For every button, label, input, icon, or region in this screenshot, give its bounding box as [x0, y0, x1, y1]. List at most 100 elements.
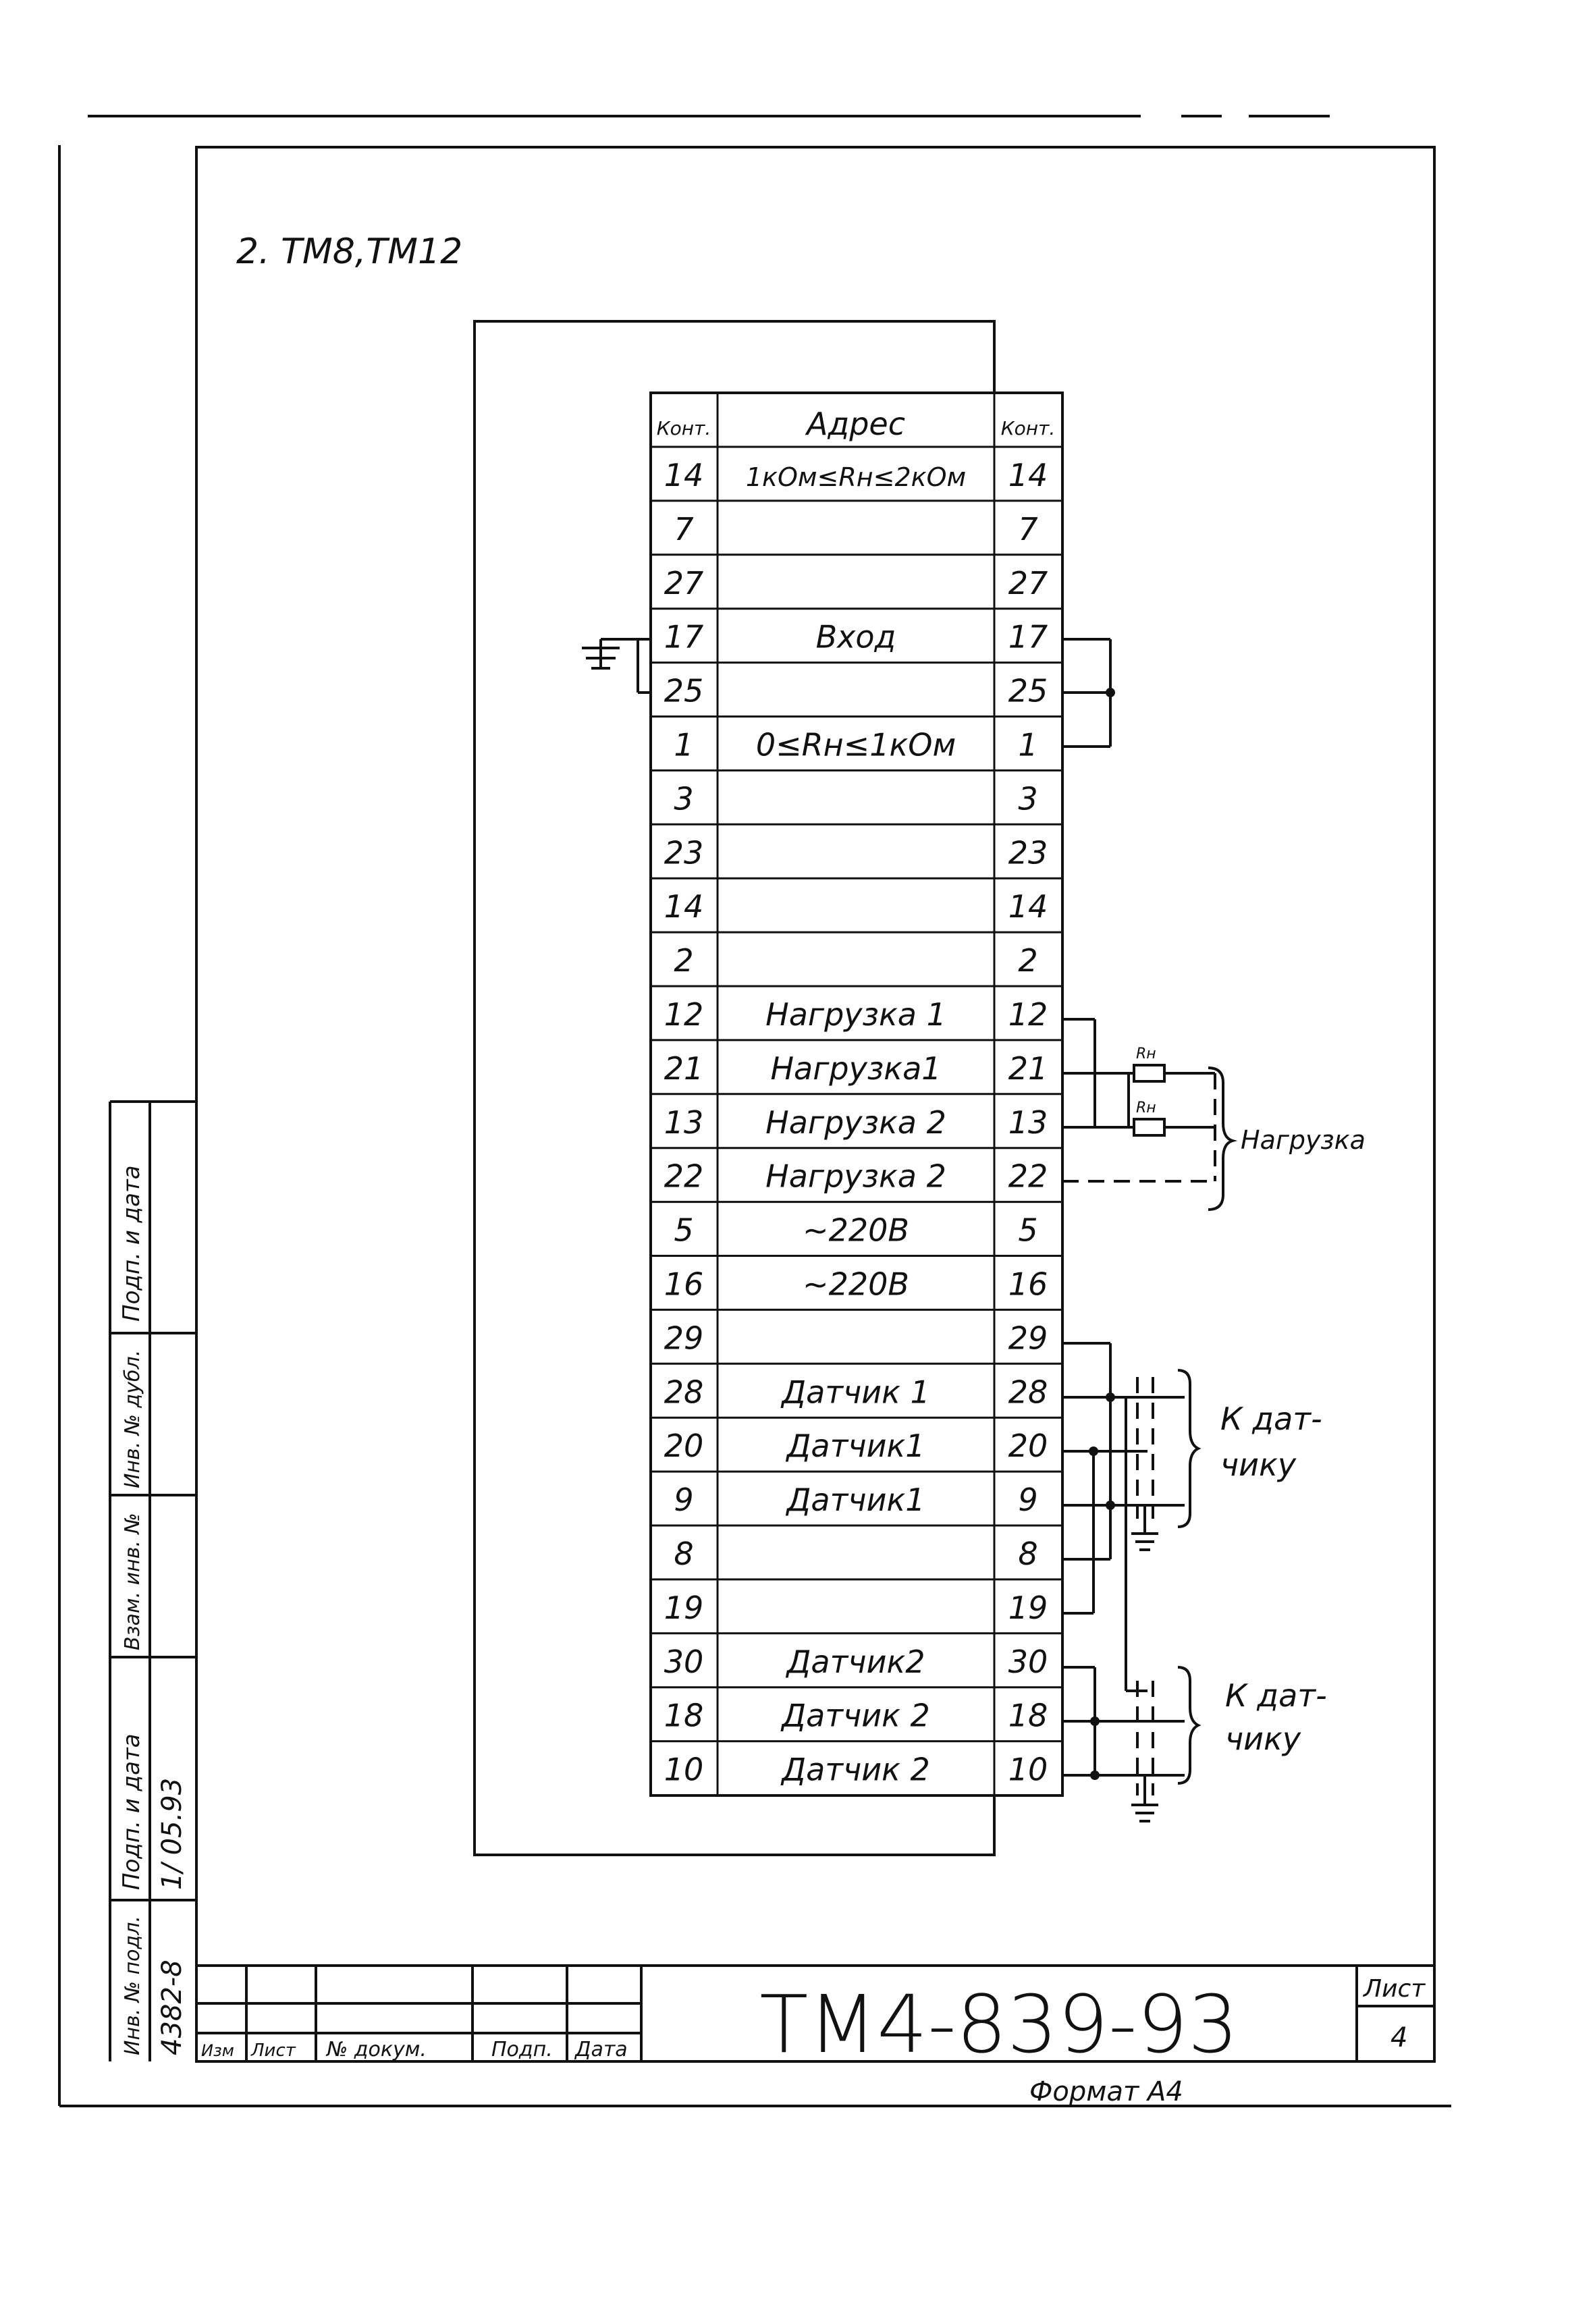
terminal-right: 9: [1018, 1482, 1037, 1518]
handwritten-date: 1/ 05.93: [157, 1778, 188, 1890]
terminal-left: 20: [664, 1428, 704, 1464]
terminal-left: 30: [664, 1644, 704, 1680]
terminal-right: 25: [1008, 673, 1048, 709]
terminal-right: 10: [1008, 1752, 1048, 1788]
terminal-left: 13: [664, 1104, 704, 1141]
address-cell: 1кОм≤Rн≤2кОм: [746, 462, 966, 492]
terminal-right: 20: [1008, 1428, 1048, 1464]
sensor2-wiring: [1062, 1666, 1185, 1804]
terminal-right: 21: [1008, 1050, 1048, 1087]
terminal-left: 22: [664, 1158, 704, 1195]
sheet-label: Лист: [1362, 1975, 1426, 2003]
terminal-left: 29: [664, 1320, 704, 1356]
sensor2-label-line2: чику: [1225, 1721, 1301, 1757]
ground-icon: [1131, 1532, 1158, 1551]
terminal-left: 3: [674, 780, 693, 817]
terminal-left: 14: [664, 888, 704, 925]
load-resistor-1: [1133, 1064, 1166, 1083]
address-cell: Датчик1: [785, 1482, 925, 1518]
address-cell: Датчик 2: [780, 1752, 930, 1788]
tb-header-date: Дата: [574, 2038, 628, 2061]
terminal-right: 1: [1018, 727, 1037, 763]
address-cell: Нагрузка 2: [765, 1104, 946, 1141]
side-field-dup-inv: Инв. № дубл.: [121, 1350, 144, 1488]
col-left-header: Конт.: [657, 417, 711, 439]
load-resistor-2: [1133, 1118, 1166, 1137]
terminal-right: 8: [1018, 1536, 1037, 1572]
resistor-label-1: Rн: [1136, 1046, 1156, 1062]
tb-header-list: Лист: [250, 2041, 296, 2061]
table-row: 10 Датчик 2 10: [664, 1752, 1048, 1788]
terminal-left: 9: [674, 1482, 693, 1518]
terminal-right: 19: [1008, 1590, 1048, 1626]
terminal-right: 28: [1008, 1374, 1048, 1410]
table-row: 29 29: [664, 1320, 1048, 1356]
sensor1-brace: [1177, 1369, 1202, 1528]
terminal-right: 18: [1008, 1698, 1048, 1734]
terminal-left: 18: [664, 1698, 704, 1734]
terminal-right: 16: [1008, 1266, 1048, 1303]
terminal-left: 1: [674, 727, 693, 763]
terminal-right: 2: [1018, 942, 1037, 979]
tb-header-doc: № докум.: [325, 2038, 427, 2061]
address-cell: ~220В: [803, 1266, 909, 1303]
sensor2-label-line1: К дат-: [1225, 1677, 1327, 1714]
junction-dot: [1106, 688, 1115, 697]
terminal-left: 10: [664, 1752, 704, 1788]
ground-icon: [582, 647, 620, 670]
junction-dot: [1106, 1393, 1115, 1402]
table-row: 1 0≤Rн≤1кОм 1: [674, 727, 1037, 763]
page-border: [58, 115, 1451, 2107]
terminal-left: 19: [664, 1590, 704, 1626]
ground-icon: [1131, 1804, 1158, 1822]
terminal-right: 30: [1008, 1644, 1048, 1680]
terminal-left: 2: [674, 942, 693, 979]
terminal-right: 13: [1008, 1104, 1048, 1141]
address-cell: Нагрузка 1: [765, 996, 946, 1033]
address-cell: Датчик 1: [780, 1374, 930, 1410]
side-field-replace-inv: Взам. инв. №: [121, 1513, 144, 1650]
side-field-sign-date: Подп. и дата: [118, 1165, 145, 1322]
terminal-right: 14: [1008, 888, 1048, 925]
side-stamp: [109, 1100, 196, 2061]
tb-header-sign: Подп.: [491, 2038, 553, 2061]
address-cell: Датчик 2: [780, 1698, 930, 1734]
junction-dot: [1106, 1501, 1115, 1510]
terminal-right: 29: [1008, 1320, 1048, 1356]
terminal-right: 22: [1008, 1158, 1048, 1195]
load-wiring: [1062, 1018, 1216, 1183]
sensor1-label-line2: чику: [1220, 1447, 1297, 1483]
resistor-label-2: Rн: [1136, 1100, 1156, 1116]
table-row: 28 Датчик 1 28: [664, 1374, 1048, 1410]
address-cell: ~220В: [803, 1212, 909, 1249]
terminal-right: 23: [1008, 834, 1048, 871]
load-brace: [1208, 1066, 1238, 1211]
address-cell: 0≤Rн≤1кОм: [756, 727, 956, 763]
junction-dot: [1090, 1771, 1100, 1780]
terminal-left: 14: [664, 457, 704, 493]
junction-dot: [1089, 1447, 1098, 1456]
terminal-left: 27: [664, 565, 704, 601]
terminal-right: 17: [1008, 619, 1048, 655]
col-address-header: Адрес: [805, 406, 905, 442]
side-field-orig-inv: Инв. № подл.: [121, 1916, 144, 2055]
terminal-left: 21: [664, 1050, 704, 1087]
address-cell: Вход: [816, 619, 896, 655]
tb-header-izm: Изм: [201, 2041, 234, 2060]
terminal-left: 28: [664, 1374, 704, 1410]
